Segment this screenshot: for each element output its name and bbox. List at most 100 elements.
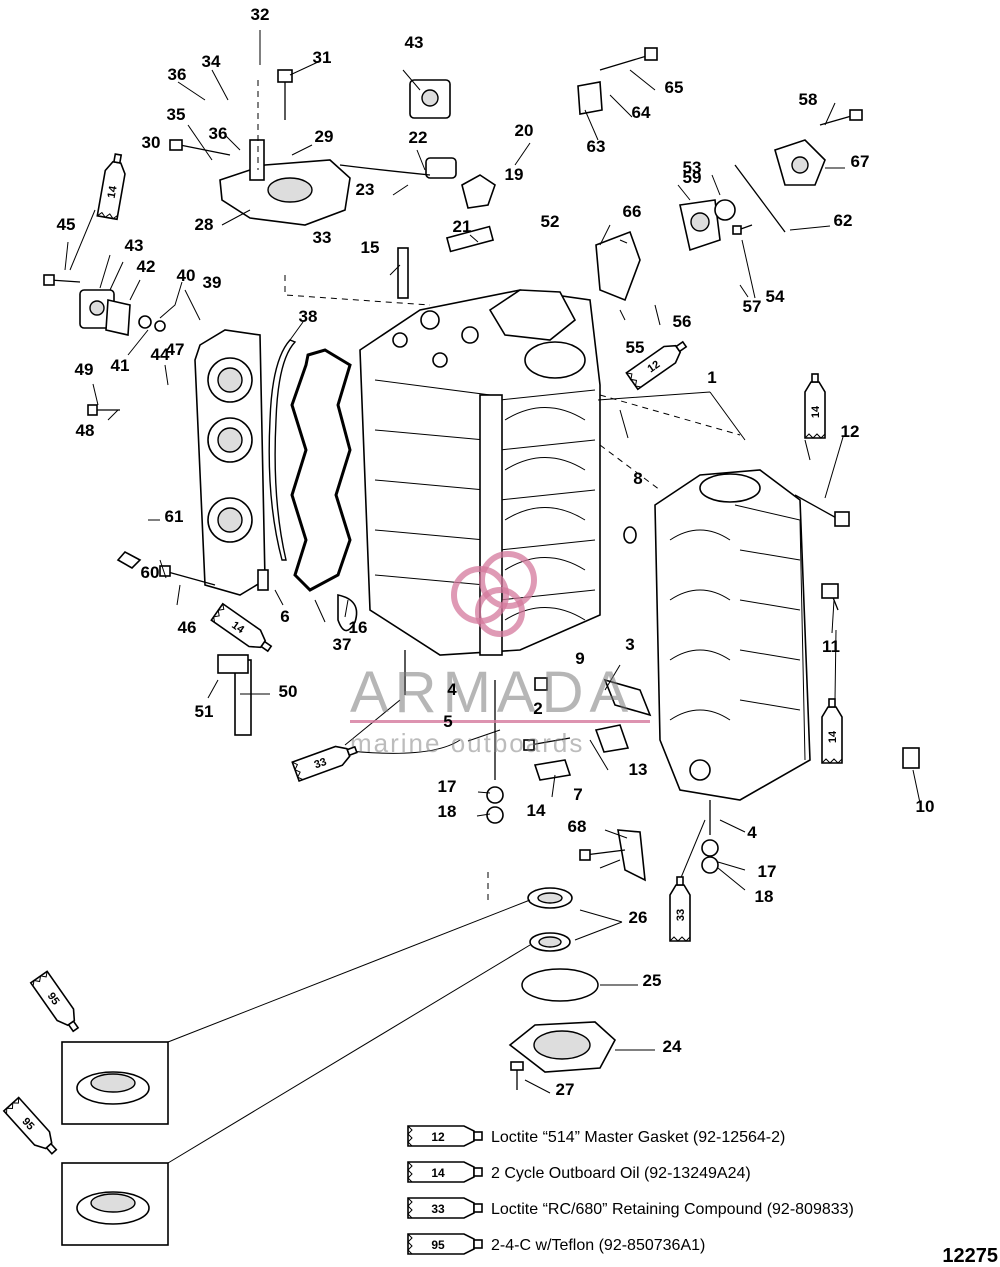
- callout-24: 24: [663, 1037, 682, 1056]
- callout-18: 18: [438, 802, 457, 821]
- tube-95-icon: 95: [2, 1096, 58, 1155]
- legend-code: 14: [431, 1166, 445, 1180]
- watermark-logo-icon: [451, 551, 537, 637]
- callout-26: 26: [629, 908, 648, 927]
- tube-label: 33: [313, 756, 329, 771]
- callout-38: 38: [299, 307, 318, 326]
- head-gasket: [290, 348, 352, 592]
- callout-55: 55: [626, 338, 645, 357]
- callout-20: 20: [515, 121, 534, 140]
- callout-36: 36: [209, 124, 228, 143]
- legend-text: Loctite “RC/680” Retaining Compound (92-…: [491, 1201, 854, 1218]
- legend-tube-icon: 14: [407, 1161, 483, 1183]
- assembly-lines: [257, 80, 741, 900]
- small-parts: [79, 79, 920, 882]
- legend-row: 14 2 Cycle Outboard Oil (92-13249A24): [407, 1161, 751, 1183]
- callout-62: 62: [834, 211, 853, 230]
- callout-18: 18: [755, 887, 774, 906]
- callout-49: 49: [75, 360, 94, 379]
- callout-27: 27: [556, 1080, 575, 1099]
- legend-text: 2 Cycle Outboard Oil (92-13249A24): [491, 1165, 751, 1182]
- callout-11: 11: [822, 637, 840, 656]
- tube-95-icon: 95: [29, 970, 80, 1033]
- watermark: ARMADA marine outboards: [350, 551, 650, 758]
- callout-5: 5: [443, 712, 452, 731]
- seals-and-end-cap: [61, 887, 617, 1246]
- watermark-bar: [350, 720, 650, 723]
- callout-29: 29: [315, 127, 334, 146]
- callout-42: 42: [137, 257, 156, 276]
- callout-6: 6: [280, 607, 289, 626]
- callout-10: 10: [916, 797, 935, 816]
- watermark-tagline: marine outboards: [350, 728, 584, 758]
- tube-14-icon: 14: [96, 153, 126, 221]
- callout-46: 46: [178, 618, 197, 637]
- tube-label: 12: [645, 359, 662, 376]
- callout-51: 51: [195, 702, 214, 721]
- o-ring-seal: [268, 339, 297, 561]
- callout-33: 33: [313, 228, 332, 247]
- callout-30: 30: [142, 133, 161, 152]
- callout-53: 53: [683, 158, 702, 177]
- callout-65: 65: [665, 78, 684, 97]
- callout-67: 67: [851, 152, 870, 171]
- callout-9: 9: [575, 649, 584, 668]
- callout-15: 15: [361, 238, 380, 257]
- bolts: [43, 47, 863, 1090]
- callout-45: 45: [57, 215, 76, 234]
- callout-2: 2: [533, 699, 542, 718]
- callout-14: 14: [527, 801, 546, 820]
- callout-21: 21: [453, 217, 472, 236]
- callout-50: 50: [279, 682, 298, 701]
- callout-40: 40: [177, 266, 196, 285]
- callout-68: 68: [568, 817, 587, 836]
- callout-22: 22: [409, 128, 428, 147]
- callout-48: 48: [76, 421, 95, 440]
- callout-13: 13: [629, 760, 648, 779]
- callout-58: 58: [799, 90, 818, 109]
- diagram-number: 12275: [942, 1245, 998, 1267]
- tube-label: 14: [827, 730, 839, 743]
- callout-43: 43: [125, 236, 144, 255]
- callout-54: 54: [766, 287, 785, 306]
- callout-61: 61: [165, 507, 184, 526]
- legend-code: 33: [431, 1202, 445, 1216]
- callout-25: 25: [643, 971, 662, 990]
- callout-37: 37: [333, 635, 352, 654]
- callout-17: 17: [438, 777, 457, 796]
- legend-tube-icon: 12: [407, 1125, 483, 1147]
- tube-label: 95: [45, 990, 62, 1007]
- tube-label: 33: [675, 909, 687, 921]
- callout-31: 31: [313, 48, 332, 67]
- callout-66: 66: [623, 202, 642, 221]
- top-cover: [219, 139, 351, 226]
- legend-code: 95: [431, 1238, 445, 1252]
- callout-56: 56: [673, 312, 692, 331]
- watermark-brand: ARMADA: [350, 660, 634, 725]
- tube-12-icon: 12: [625, 340, 688, 391]
- callout-4: 4: [747, 823, 757, 842]
- callout-19: 19: [505, 165, 524, 184]
- callout-43: 43: [405, 33, 424, 52]
- crankcase-cover: [654, 469, 811, 801]
- callout-57: 57: [743, 297, 762, 316]
- callout-63: 63: [587, 137, 606, 156]
- cylinder-head: [194, 329, 266, 596]
- callout-4: 4: [447, 680, 457, 699]
- callout-52: 52: [541, 212, 560, 231]
- cylinder-block: [359, 289, 601, 656]
- legend-tube-icon: 33: [407, 1197, 483, 1219]
- callout-60: 60: [141, 563, 160, 582]
- legend-code: 12: [431, 1130, 445, 1144]
- callout-39: 39: [203, 273, 222, 292]
- tube-14-icon: 14: [821, 698, 843, 764]
- legend-tube-icon: 95: [407, 1233, 483, 1255]
- tube-33-icon: 33: [291, 745, 358, 782]
- callout-59: 59: [683, 168, 702, 187]
- callout-17: 17: [758, 862, 777, 881]
